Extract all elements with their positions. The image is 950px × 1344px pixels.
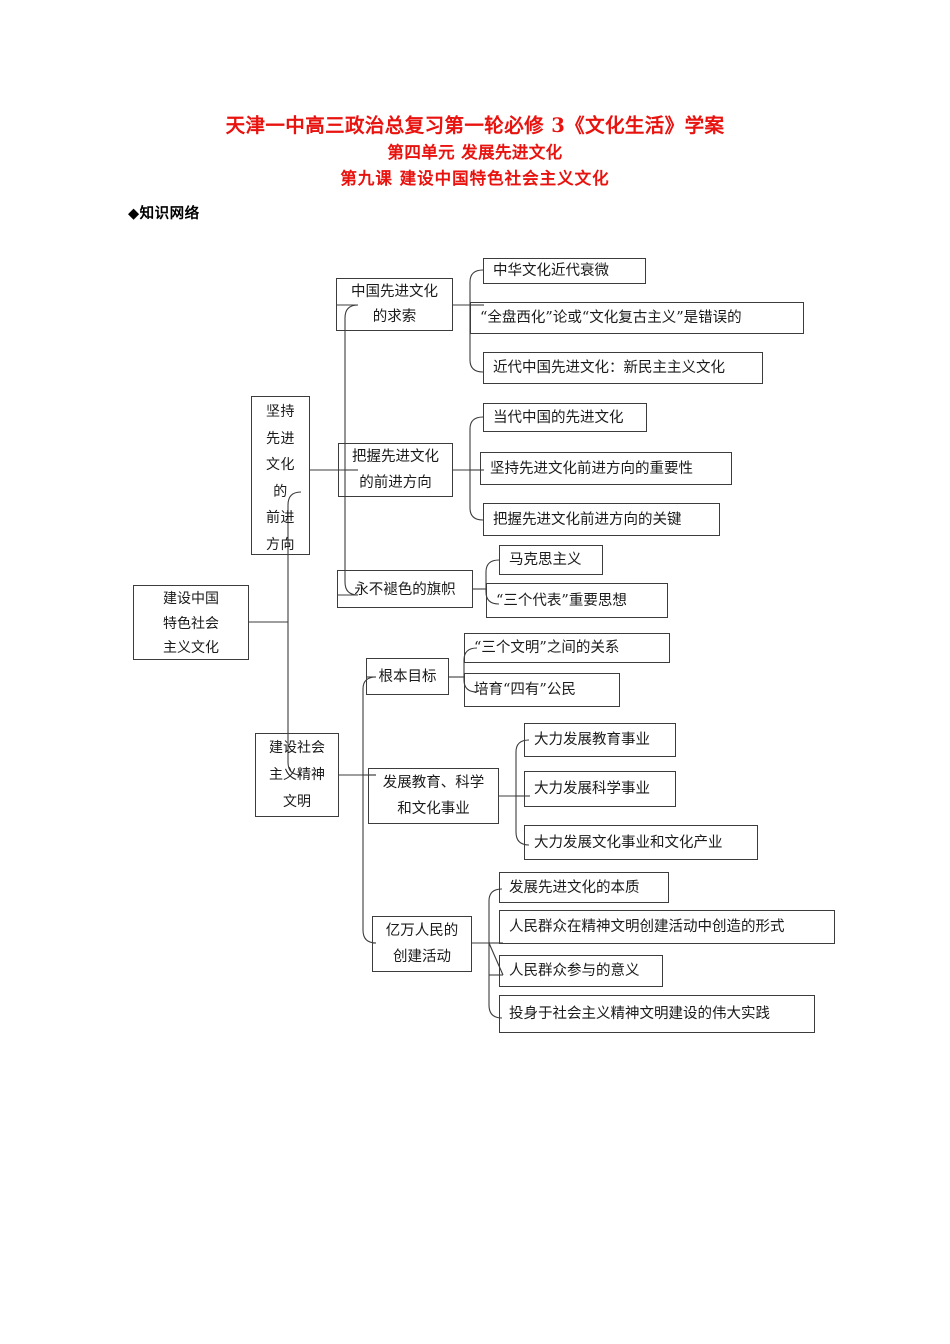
heading-line-2: 第四单元 发展先进文化 [387, 143, 563, 162]
node-develop-education-science-culture[interactable]: 发展教育、科学 和文化事业 [368, 768, 499, 824]
leaf-great-practice[interactable]: 投身于社会主义精神文明建设的伟大实践 [499, 995, 815, 1033]
leaf-four-haves-citizens[interactable]: 培育“四有”公民 [464, 673, 620, 707]
node-branch-2[interactable]: 建设社会 主义精神 文明 [255, 733, 339, 817]
node-fundamental-goal[interactable]: 根本目标 [366, 658, 449, 695]
leaf-develop-culture-industry[interactable]: 大力发展文化事业和文化产业 [524, 825, 758, 860]
leaf-essence-of-advanced-culture[interactable]: 发展先进文化的本质 [499, 872, 669, 903]
leaf-three-civilizations-relation[interactable]: “三个文明”之间的关系 [464, 633, 670, 663]
leaf-meaning-of-participation[interactable]: 人民群众参与的意义 [499, 955, 663, 987]
heading-line-1: 天津一中高三政治总复习第一轮必修 3《文化生活》学案 [225, 114, 725, 137]
leaf-three-represents[interactable]: “三个代表”重要思想 [486, 583, 668, 618]
leaf-key-to-grasping-direction[interactable]: 把握先进文化前进方向的关键 [483, 503, 720, 536]
leaf-contemporary-advanced-culture[interactable]: 当代中国的先进文化 [483, 403, 647, 432]
node-mass-creation-activity[interactable]: 亿万人民的 创建活动 [372, 916, 472, 972]
leaf-total-westernization-wrong[interactable]: “全盘西化”论或“文化复古主义”是错误的 [470, 302, 804, 334]
heading-line-3: 第九课 建设中国特色社会主义文化 [340, 169, 610, 188]
node-grasp-direction[interactable]: 把握先进文化 的前进方向 [338, 443, 453, 497]
document-heading: 天津一中高三政治总复习第一轮必修 3《文化生活》学案 第四单元 发展先进文化 第… [0, 112, 950, 192]
leaf-develop-education[interactable]: 大力发展教育事业 [524, 723, 676, 757]
node-pursuit-of-advanced-culture[interactable]: 中国先进文化 的求索 [336, 278, 453, 331]
leaf-marxism[interactable]: 马克思主义 [499, 545, 603, 575]
leaf-importance-of-direction[interactable]: 坚持先进文化前进方向的重要性 [480, 452, 732, 485]
section-label-knowledge-network: ◆知识网络 [128, 206, 200, 222]
leaf-modern-decline[interactable]: 中华文化近代衰微 [483, 258, 646, 284]
leaf-new-democratic-culture[interactable]: 近代中国先进文化：新民主主义文化 [483, 352, 763, 384]
node-branch-1[interactable]: 坚持 先进 文化 的 前进 方向 [251, 396, 310, 555]
leaf-develop-science[interactable]: 大力发展科学事业 [524, 771, 676, 807]
node-root[interactable]: 建设中国 特色社会 主义文化 [133, 585, 249, 660]
leaf-forms-created-by-people[interactable]: 人民群众在精神文明创建活动中创造的形式 [499, 910, 835, 944]
node-never-fading-banner[interactable]: 永不褪色的旗帜 [337, 570, 473, 608]
